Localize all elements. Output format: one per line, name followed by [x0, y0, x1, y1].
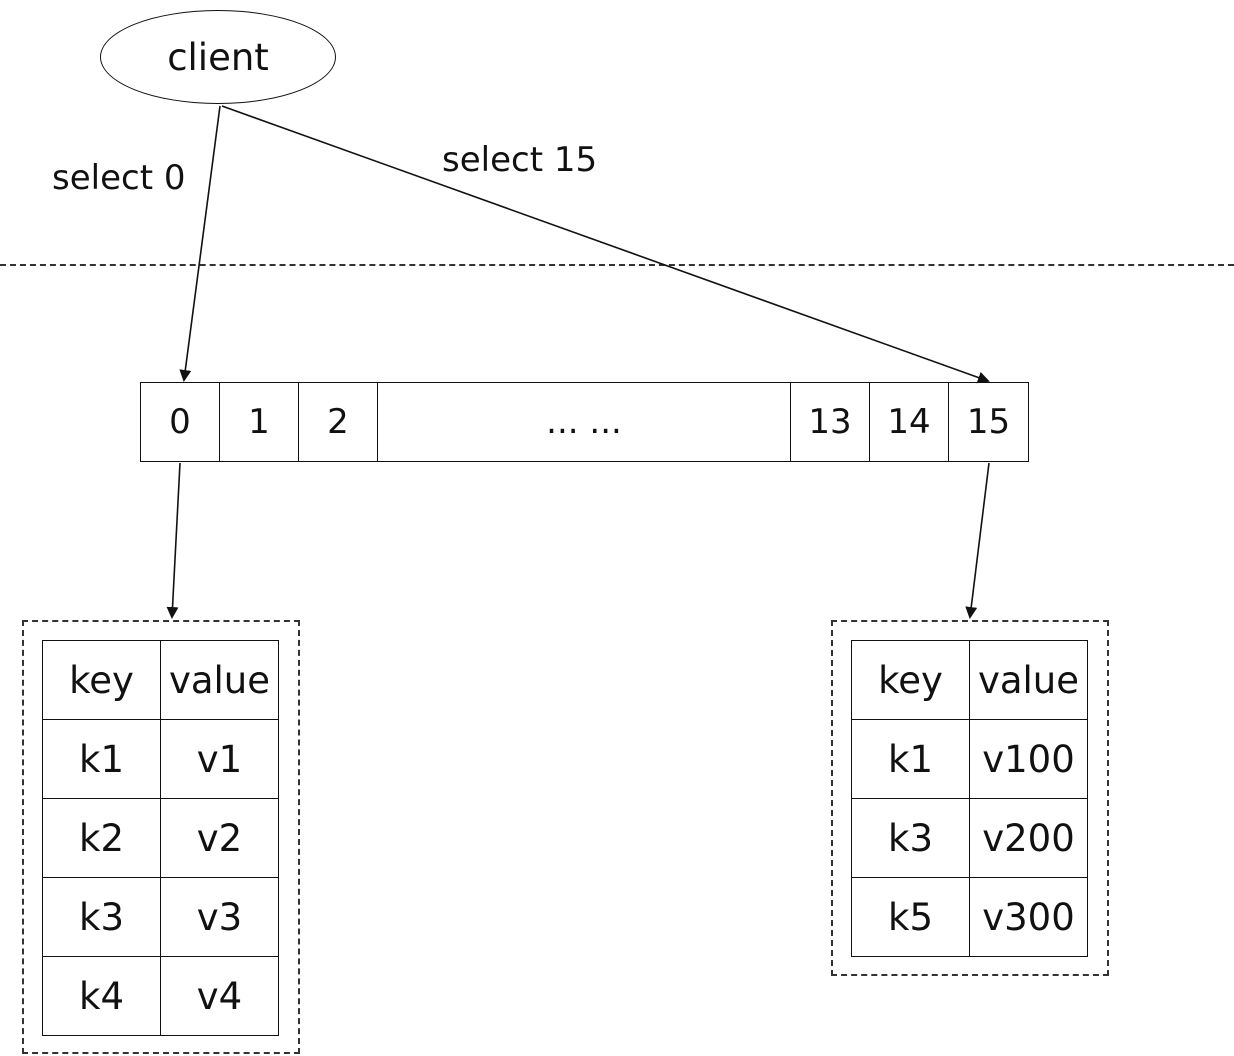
key-cell: k3 — [42, 877, 161, 957]
table-header-row: key value — [42, 640, 279, 720]
table-row: k3 v200 — [851, 798, 1088, 878]
key-cell: k2 — [42, 798, 161, 878]
db15-kv-table: key value k1 v100 k3 v200 k5 v300 — [851, 640, 1088, 957]
db-cell-ellipsis: ... ... — [378, 383, 791, 461]
database-array: 0 1 2 ... ... 13 14 15 — [140, 382, 1029, 462]
key-cell: k3 — [851, 798, 970, 878]
client-server-divider — [0, 264, 1234, 266]
table-row: k5 v300 — [851, 877, 1088, 957]
value-cell: v2 — [160, 798, 279, 878]
value-cell: v1 — [160, 719, 279, 799]
value-cell: v200 — [969, 798, 1088, 878]
arrow-client-to-db15 — [221, 105, 990, 384]
table-row: k4 v4 — [42, 956, 279, 1036]
key-cell: k1 — [851, 719, 970, 799]
key-header: key — [851, 640, 970, 720]
table-row: k1 v1 — [42, 719, 279, 799]
arrow-db15-to-table — [965, 462, 990, 619]
key-cell: k4 — [42, 956, 161, 1036]
arrow-client-to-db0 — [179, 105, 221, 382]
db-cell-0: 0 — [141, 383, 220, 461]
table-row: k1 v100 — [851, 719, 1088, 799]
client-node: client — [100, 10, 336, 104]
table-header-row: key value — [851, 640, 1088, 720]
select-0-label: select 0 — [52, 158, 186, 198]
table-row: k3 v3 — [42, 877, 279, 957]
key-header: key — [42, 640, 161, 720]
db-cell-15: 15 — [966, 402, 1011, 442]
table-row: k2 v2 — [42, 798, 279, 878]
arrow-db0-to-table — [166, 462, 181, 619]
value-cell: v3 — [160, 877, 279, 957]
key-cell: k1 — [42, 719, 161, 799]
value-cell: v100 — [969, 719, 1088, 799]
value-header: value — [969, 640, 1088, 720]
db-cell-2: 2 — [299, 383, 378, 461]
db-cell-1: 1 — [220, 383, 299, 461]
db-cell-13: 13 — [791, 383, 870, 461]
db0-kv-table: key value k1 v1 k2 v2 k3 v3 k4 v4 — [42, 640, 279, 1036]
value-cell: v4 — [160, 956, 279, 1036]
key-cell: k5 — [851, 877, 970, 957]
db0-keyspace: key value k1 v1 k2 v2 k3 v3 k4 v4 — [22, 620, 300, 1054]
value-cell: v300 — [969, 877, 1088, 957]
value-header: value — [160, 640, 279, 720]
select-15-label: select 15 — [442, 140, 598, 180]
client-label: client — [167, 35, 269, 79]
db15-keyspace: key value k1 v100 k3 v200 k5 v300 — [831, 620, 1109, 976]
db-cell-14: 14 — [870, 383, 949, 461]
